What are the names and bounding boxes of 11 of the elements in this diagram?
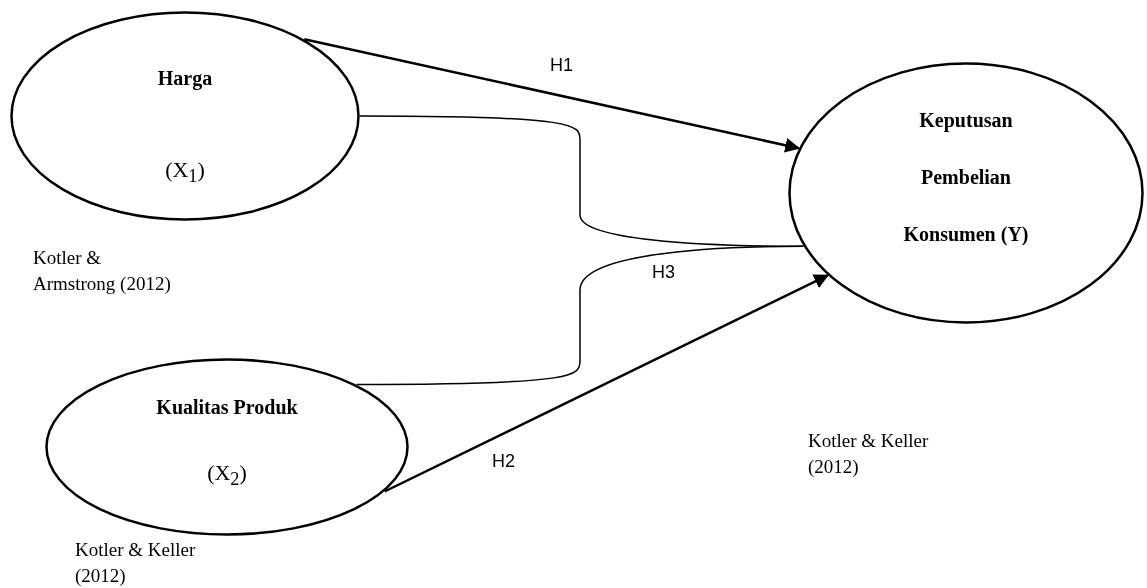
citation-text: Kotler & Keller (2012)	[75, 538, 197, 588]
citation-text: Kotler & Armstrong (2012)	[33, 246, 172, 296]
variable-name: Harga	[157, 67, 213, 89]
variable-symbol: (X$_{2}$)	[207, 460, 247, 485]
arrow	[304, 37, 801, 153]
variable-name: Keputusan Pembelian Konsumen (Y)	[903, 109, 1029, 245]
variable-symbol: (X$_{1}$)	[165, 157, 205, 182]
connector-line	[355, 245, 805, 386]
arrow	[384, 274, 830, 493]
citation-text: Kotler & Keller (2012)	[808, 429, 930, 479]
variable-name: Kualitas Produk	[156, 396, 298, 418]
